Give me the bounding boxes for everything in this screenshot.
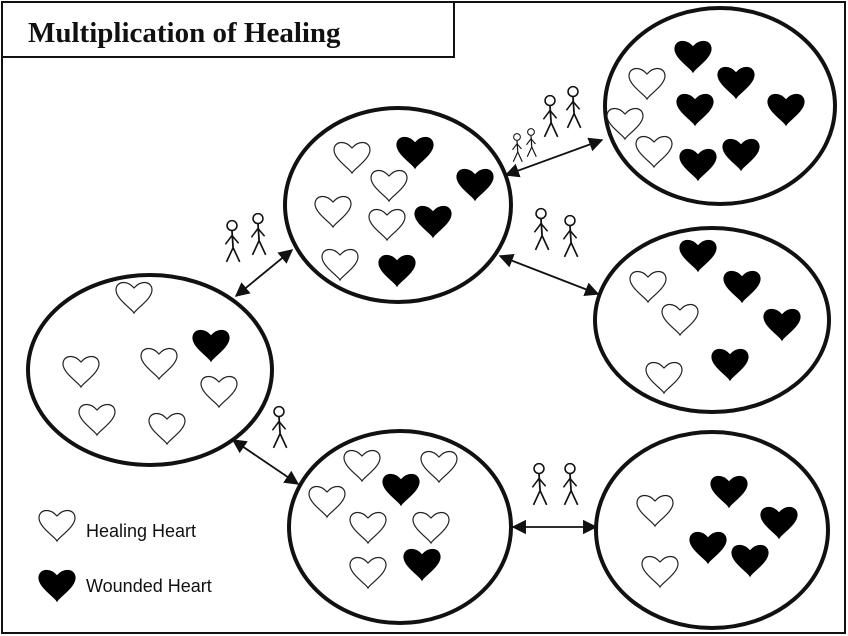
page-title: Multiplication of Healing	[28, 17, 341, 49]
legend-healing-label: Healing Heart	[86, 521, 196, 541]
legend-wounded-label: Wounded Heart	[86, 576, 212, 596]
